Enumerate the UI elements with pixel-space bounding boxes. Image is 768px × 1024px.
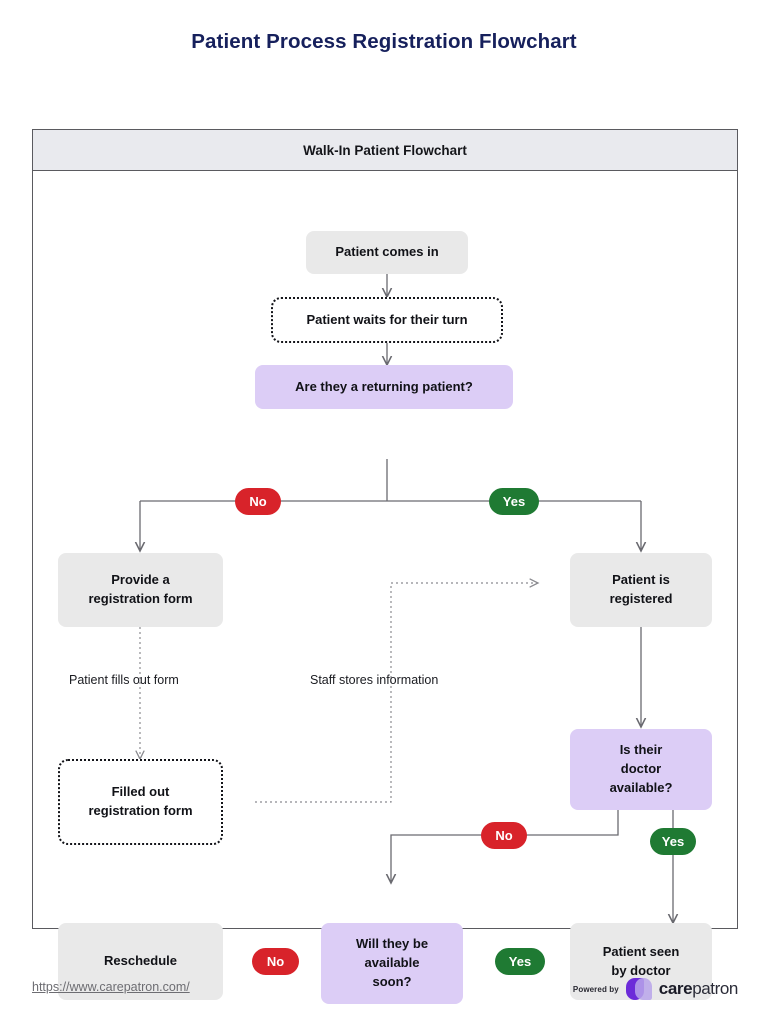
badge-label: No: [249, 494, 267, 509]
edge-label-patient-fills-out-form: Patient fills out form: [69, 673, 179, 687]
node-label: Reschedule: [104, 953, 177, 969]
node-label: Are they a returning patient?: [295, 378, 473, 394]
node-label: Patient waits for their turn: [306, 311, 468, 327]
carepatron-logo-icon: [625, 978, 652, 1000]
connector-lines: [33, 272, 737, 928]
badge-returning-yes[interactable]: Yes: [489, 488, 539, 515]
node-label: Provide a registration form: [88, 572, 193, 606]
wordmark-care: care: [658, 979, 693, 998]
node-reschedule[interactable]: Reschedule: [58, 923, 223, 1000]
badge-doctor-yes[interactable]: Yes: [650, 828, 696, 855]
badge-doctor-no[interactable]: No: [481, 822, 527, 849]
node-label: Filled out registration form: [88, 784, 193, 818]
logo-circle-shape: [634, 978, 652, 1000]
carepatron-branding: Powered by carepatron: [573, 978, 738, 1000]
node-filled-out-registration-form[interactable]: Filled out registration form: [58, 759, 223, 845]
node-patient-waits[interactable]: Patient waits for their turn: [271, 297, 503, 343]
edge-label-staff-stores-information: Staff stores information: [310, 673, 438, 687]
edge-label-text: Staff stores information: [310, 673, 439, 687]
node-doctor-available-decision[interactable]: Is their doctor available?: [570, 729, 712, 810]
node-patient-is-registered[interactable]: Patient is registered: [570, 553, 712, 627]
node-label: Will they be available soon?: [355, 936, 429, 989]
node-label: Patient seen by doctor: [602, 943, 680, 978]
node-label: Patient comes in: [335, 244, 439, 260]
flowchart-header: Walk-In Patient Flowchart: [33, 130, 737, 171]
node-provide-registration-form[interactable]: Provide a registration form: [58, 553, 223, 627]
node-label: Patient is registered: [609, 572, 673, 606]
edge-label-text: Patient fills out form: [69, 673, 179, 687]
badge-label: No: [495, 828, 513, 843]
powered-by-label: Powered by: [572, 984, 619, 994]
flowchart-header-title: Walk-In Patient Flowchart: [303, 142, 467, 158]
badge-label: Yes: [508, 954, 532, 969]
node-available-soon-decision[interactable]: Will they be available soon?: [321, 923, 463, 1004]
wordmark-patron: patron: [692, 979, 738, 998]
badge-label: Yes: [661, 834, 685, 849]
badge-soon-yes[interactable]: Yes: [495, 948, 545, 975]
badge-soon-no[interactable]: No: [252, 948, 299, 975]
flowchart-canvas: Patient comes in Patient waits for their…: [33, 171, 737, 1004]
flowchart-frame: Walk-In Patient Flowchart: [32, 129, 738, 1004]
node-returning-patient-decision[interactable]: Are they a returning patient?: [255, 365, 513, 409]
badge-label: Yes: [502, 494, 526, 509]
page-title: Patient Process Registration Flowchart: [191, 30, 577, 53]
badge-label: No: [266, 954, 285, 969]
carepatron-url-link[interactable]: https://www.carepatron.com/: [32, 980, 190, 994]
node-label: Is their doctor available?: [609, 742, 673, 795]
node-patient-comes-in[interactable]: Patient comes in: [306, 231, 468, 274]
badge-returning-no[interactable]: No: [235, 488, 281, 515]
carepatron-wordmark: carepatron: [658, 979, 739, 999]
